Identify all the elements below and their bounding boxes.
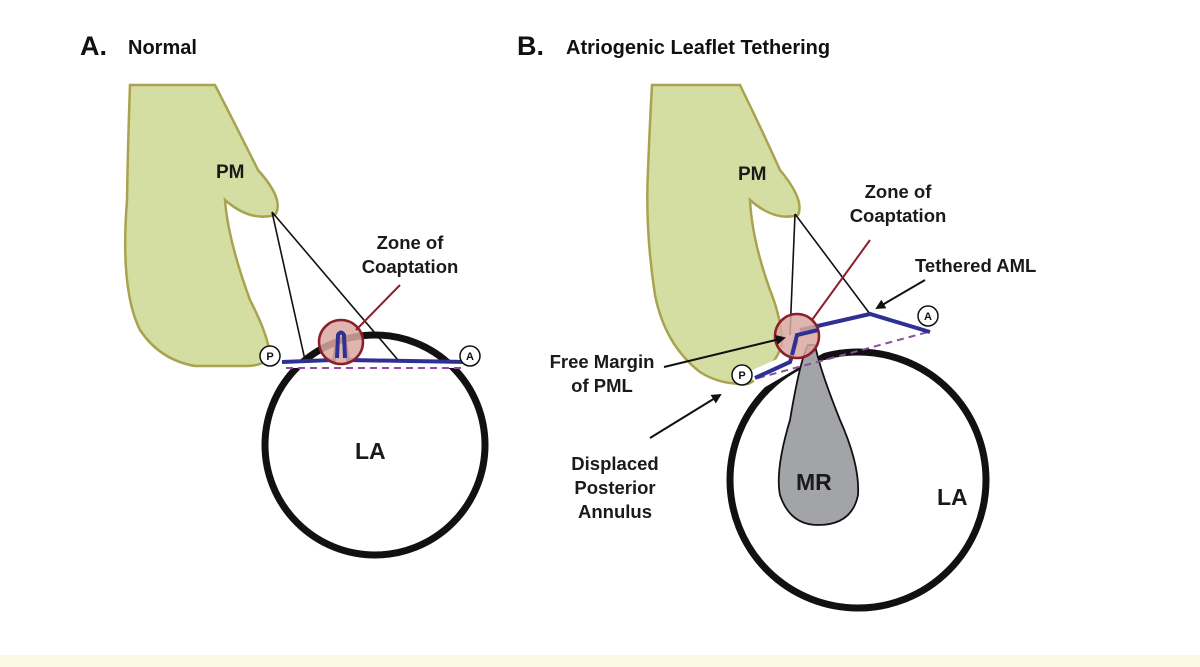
displaced-label-line2: Posterior [574, 477, 655, 498]
tethered-aml-arrow [875, 279, 926, 310]
mr-label: MR [796, 469, 832, 495]
svg-text:P: P [738, 370, 745, 382]
svg-text:P: P [266, 351, 273, 363]
papillary-muscle-a [123, 83, 279, 368]
la-label-a: LA [355, 438, 386, 464]
displaced-label-line1: Displaced [571, 453, 658, 474]
chorda-a-2 [271, 211, 399, 361]
chorda-a-1 [271, 211, 306, 361]
pm-label-a: PM [216, 162, 245, 183]
chorda-b-2 [794, 213, 871, 315]
svg-text:A: A [924, 311, 932, 323]
mr-jet [777, 344, 860, 526]
panel-a: A. Normal PM LA Zone of Coaptation P [80, 31, 489, 559]
posterior-marker-a: P [259, 345, 281, 367]
free-margin-label-line2: of PML [571, 375, 633, 396]
la-label-b: LA [937, 484, 968, 510]
coaptation-label-a-line1: Zone of [377, 232, 445, 253]
displaced-annulus-arrow [649, 393, 722, 439]
coaptation-zone-a [317, 318, 365, 366]
anterior-marker-b: A [917, 305, 939, 327]
panel-b-title: Atriogenic Leaflet Tethering [566, 37, 830, 59]
left-atrium-a [261, 331, 489, 559]
coaptation-label-b-line1: Zone of [865, 181, 933, 202]
coaptation-pointer-b [811, 239, 871, 321]
panel-b-letter: B. [517, 31, 544, 61]
panel-b: B. Atriogenic Leaflet Tethering PM MR LA… [517, 31, 1036, 612]
free-margin-label-line1: Free Margin [550, 351, 655, 372]
coaptation-label-b-line2: Coaptation [850, 205, 947, 226]
bottom-band [0, 655, 1200, 667]
anterior-leaflet-b [799, 311, 931, 334]
displaced-label-line3: Annulus [578, 501, 652, 522]
coaptation-pointer-a [355, 284, 401, 331]
annulus-plane-b [757, 331, 929, 379]
pm-label-b: PM [738, 164, 767, 185]
posterior-marker-b: P [731, 364, 753, 386]
free-margin-arrow [663, 335, 786, 368]
coaptation-label-a-line2: Coaptation [362, 256, 459, 277]
panel-a-title: Normal [128, 37, 197, 59]
panel-a-letter: A. [80, 31, 107, 61]
tethered-aml-label: Tethered AML [915, 255, 1036, 276]
svg-text:A: A [466, 351, 474, 363]
anterior-marker-a: A [459, 345, 481, 367]
